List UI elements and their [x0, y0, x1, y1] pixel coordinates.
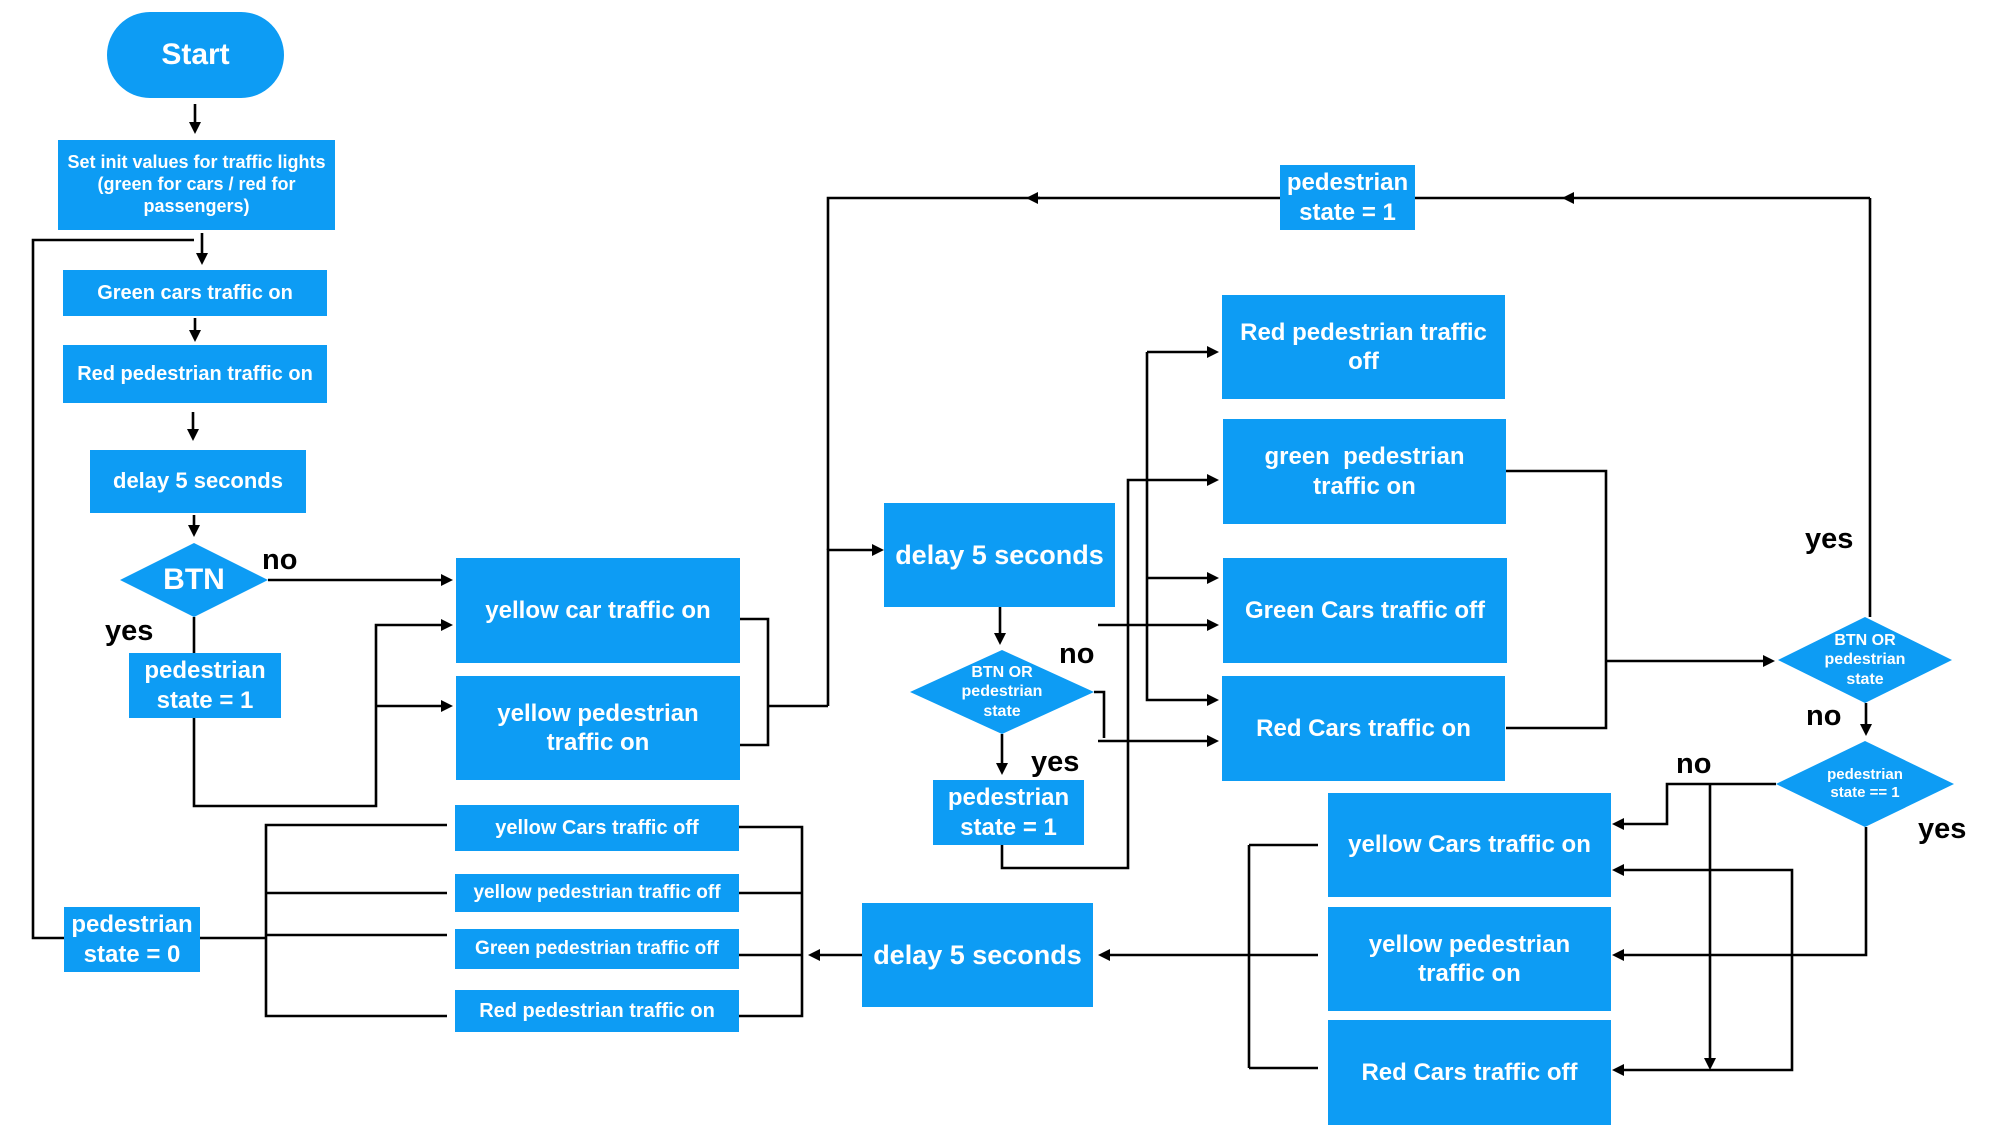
btn-label: BTN [163, 562, 225, 596]
red-ped-on-box-1 [63, 345, 327, 403]
red-cars-off-label: Red Cars traffic off [1361, 1058, 1578, 1086]
red-cars-on-box [1222, 676, 1505, 781]
start-label: Start [161, 37, 230, 71]
red-ped-off-box [1222, 295, 1505, 399]
green-cars-on-label: Green cars traffic on [97, 281, 293, 304]
btn-or-ped-decision-2 [1778, 617, 1952, 703]
label-yes-btn: yes [105, 615, 154, 647]
yellow-cars-on-label: yellow Cars traffic on [1348, 831, 1591, 859]
yellow-ped-on-box-1 [456, 676, 740, 780]
green-ped-on-box [1223, 419, 1506, 524]
yellow-ped-off-box [455, 874, 739, 912]
red-cars-on-label: Red Cars traffic on [1256, 714, 1471, 742]
yellow-cars-off-label: yellow Cars traffic off [495, 816, 699, 839]
label-yes-right: yes [1805, 523, 1854, 555]
yellow-car-on-box [456, 558, 740, 663]
btn-or-ped-label-1: BTN OR pedestrian state [961, 663, 1043, 720]
ped-state-1b-label: pedestrian state = 1 [947, 784, 1070, 841]
red-ped-off-label: Red pedestrian traffic off [1240, 318, 1487, 375]
label-yes-mid: yes [1031, 746, 1080, 778]
delay-label-2: delay 5 seconds [895, 539, 1104, 570]
yellow-ped-on-label-2: yellow pedestrian traffic on [1368, 930, 1571, 987]
ped-state-eq-decision [1776, 741, 1954, 827]
yellow-ped-on-box-2 [1328, 907, 1611, 1011]
yellow-ped-on-label-1: yellow pedestrian traffic on [497, 699, 699, 756]
delay-box-2 [884, 503, 1115, 607]
btn-or-ped-label-2: BTN OR pedestrian state [1824, 631, 1906, 688]
label-no-right-2: no [1676, 748, 1712, 780]
delay-box-3 [862, 903, 1093, 1007]
yellow-car-on-label: yellow car traffic on [485, 596, 711, 624]
ped-state-1a-box [129, 653, 281, 718]
delay-label-3: delay 5 seconds [873, 939, 1082, 970]
delay-label-1: delay 5 seconds [113, 468, 283, 494]
init-box [58, 140, 335, 230]
green-cars-on-box [63, 270, 327, 316]
red-ped-on-box-2 [455, 990, 739, 1032]
label-no-mid: no [1059, 638, 1095, 670]
yellow-ped-off-label: yellow pedestrian traffic off [473, 882, 721, 904]
ped-state-eq-label: pedestrian state == 1 [1827, 765, 1903, 801]
red-ped-on-label-1: Red pedestrian traffic on [77, 362, 313, 385]
green-cars-off-label: Green Cars traffic off [1244, 596, 1486, 624]
red-cars-off-box [1328, 1020, 1611, 1125]
label-no-right-1: no [1806, 700, 1842, 732]
ped-state-1-top-label: pedestrian state = 1 [1286, 169, 1409, 226]
connectors [31, 104, 1872, 1072]
label-yes-right-2: yes [1918, 813, 1967, 845]
start-terminal [107, 12, 284, 98]
btn-decision [120, 543, 268, 617]
green-ped-off-label: Green pedestrian traffic off [475, 938, 719, 960]
ped-state-0-label: pedestrian state = 0 [71, 911, 193, 968]
red-ped-on-label-2: Red pedestrian traffic on [479, 999, 715, 1022]
ped-state-1a-label: pedestrian state = 1 [144, 657, 266, 714]
yellow-cars-off-box [455, 805, 739, 851]
init-label: Set init values for traffic lights (gree… [67, 152, 326, 216]
green-ped-on-label: green pedestrian traffic on [1264, 443, 1472, 500]
arrowheads [187, 122, 1872, 1076]
btn-or-ped-decision-1 [910, 650, 1094, 734]
ped-state-0-box [64, 907, 200, 972]
green-cars-off-box [1223, 558, 1507, 663]
ped-state-1b-box [933, 780, 1084, 845]
yellow-cars-on-box [1328, 793, 1611, 897]
node-shapes [58, 12, 1954, 1125]
ped-state-1-top-box [1280, 165, 1415, 230]
delay-box-1 [90, 450, 306, 513]
label-no-btn: no [262, 544, 298, 576]
green-ped-off-box [455, 929, 739, 969]
